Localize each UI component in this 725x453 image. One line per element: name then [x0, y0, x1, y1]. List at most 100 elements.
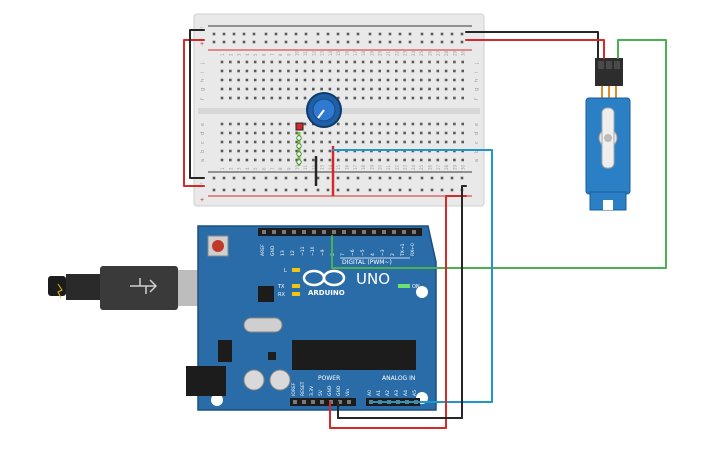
- breadboard-hole: [428, 122, 431, 126]
- breadboard-hole: [253, 78, 257, 82]
- breadboard-hole: [386, 140, 390, 144]
- breadboard-hole: [388, 32, 392, 36]
- breadboard-hole: [212, 32, 216, 36]
- jumper-node: [296, 135, 302, 141]
- breadboard-hole: [278, 96, 282, 100]
- breadboard-col-label: 16: [345, 50, 350, 56]
- breadboard-hole: [328, 140, 332, 144]
- digital-pin-label: ~6: [350, 249, 356, 256]
- breadboard-hole: [312, 78, 315, 82]
- servo-motor[interactable]: [585, 58, 631, 211]
- wire-green-servo-signal: [331, 39, 667, 269]
- breadboard-hole: [395, 78, 398, 82]
- breadboard-hole: [274, 176, 278, 180]
- breadboard-hole: [253, 87, 257, 91]
- mount-hole: [416, 286, 428, 298]
- breadboard-hole: [278, 78, 282, 82]
- breadboard-hole: [312, 149, 315, 153]
- breadboard-hole: [419, 78, 423, 82]
- breadboard-hole: [262, 69, 265, 73]
- analog-pin-label: A5: [412, 390, 418, 396]
- breadboard-hole: [245, 96, 249, 100]
- potentiometer[interactable]: [295, 92, 342, 131]
- digital-header: [258, 228, 422, 236]
- usb-plug: [100, 266, 178, 310]
- breadboard-hole: [388, 176, 392, 180]
- breadboard-hole: [398, 40, 402, 44]
- breadboard-hole: [370, 60, 373, 64]
- breadboard-hole: [229, 140, 232, 144]
- breadboard-hole: [326, 32, 330, 36]
- breadboard-hole: [245, 69, 249, 73]
- breadboard-col-label: 8: [278, 53, 283, 56]
- breadboard-hole: [378, 69, 381, 73]
- breadboard-hole: [450, 32, 454, 36]
- breadboard-hole: [252, 176, 256, 180]
- breadboard-col-label: 20: [378, 50, 383, 56]
- header-pin: [272, 230, 276, 234]
- digital-pin-label: GND: [270, 245, 276, 256]
- breadboard-hole: [444, 96, 448, 100]
- breadboard-row-label: c: [474, 141, 480, 144]
- breadboard-hole: [320, 87, 323, 91]
- header-pin: [392, 230, 396, 234]
- breadboard-hole: [386, 96, 390, 100]
- breadboard-hole: [252, 188, 256, 192]
- breadboard-hole: [411, 78, 415, 82]
- breadboard-hole: [336, 188, 340, 192]
- analog-pin-label: A4: [403, 390, 409, 396]
- breadboard-hole: [419, 69, 423, 73]
- header-pin: [347, 400, 351, 404]
- breadboard-hole: [336, 131, 340, 135]
- breadboard-hole: [278, 87, 282, 91]
- breadboard-hole: [229, 149, 232, 153]
- breadboard-hole: [320, 78, 323, 82]
- breadboard-hole: [461, 69, 464, 73]
- breadboard-hole: [270, 158, 274, 162]
- breadboard-hole: [450, 176, 454, 180]
- breadboard-hole: [460, 32, 464, 36]
- breadboard-row-label: j: [474, 63, 480, 65]
- breadboard-col-label: 10: [295, 50, 300, 56]
- breadboard-col-label: 6: [262, 167, 267, 170]
- breadboard-hole: [237, 122, 240, 126]
- breadboard-hole: [303, 158, 307, 162]
- breadboard-row-label: e: [200, 123, 206, 126]
- breadboard-hole: [411, 60, 415, 64]
- breadboard-hole: [346, 40, 350, 44]
- breadboard-hole: [368, 40, 372, 44]
- power-pin-label: GND: [327, 385, 333, 396]
- breadboard-hole: [346, 32, 350, 36]
- header-pin: [302, 400, 306, 404]
- digital-pin-label: 13: [280, 250, 286, 256]
- breadboard-hole: [361, 122, 365, 126]
- breadboard-row-label: g: [200, 88, 206, 91]
- breadboard-hole: [294, 40, 298, 44]
- breadboard-hole: [419, 60, 423, 64]
- breadboard-jumpers: [296, 132, 335, 196]
- breadboard-hole: [420, 40, 424, 44]
- header-pin: [322, 230, 326, 234]
- digital-pin-label: ~11: [300, 246, 306, 256]
- breadboard-hole: [361, 96, 365, 100]
- reset-button[interactable]: [212, 240, 224, 252]
- breadboard-hole: [345, 131, 348, 135]
- breadboard-row-label: c: [200, 141, 206, 144]
- capacitor: [269, 369, 291, 391]
- breadboard-row-label: a: [200, 159, 206, 162]
- breadboard-hole: [262, 60, 265, 64]
- breadboard-hole: [287, 122, 290, 126]
- breadboard-col-label: 11: [303, 50, 308, 56]
- breadboard-col-label: 27: [436, 50, 441, 56]
- breadboard-hole: [398, 176, 402, 180]
- mount-hole: [211, 394, 223, 406]
- breadboard-col-label: 12: [311, 50, 316, 56]
- breadboard-hole: [461, 131, 464, 135]
- breadboard-hole: [395, 158, 398, 162]
- led-rx-label: RX: [278, 292, 285, 298]
- breadboard-col-label: 17: [353, 50, 358, 56]
- header-pin: [342, 230, 346, 234]
- breadboard-hole: [428, 158, 431, 162]
- breadboard-hole: [253, 122, 257, 126]
- breadboard-hole: [453, 158, 456, 162]
